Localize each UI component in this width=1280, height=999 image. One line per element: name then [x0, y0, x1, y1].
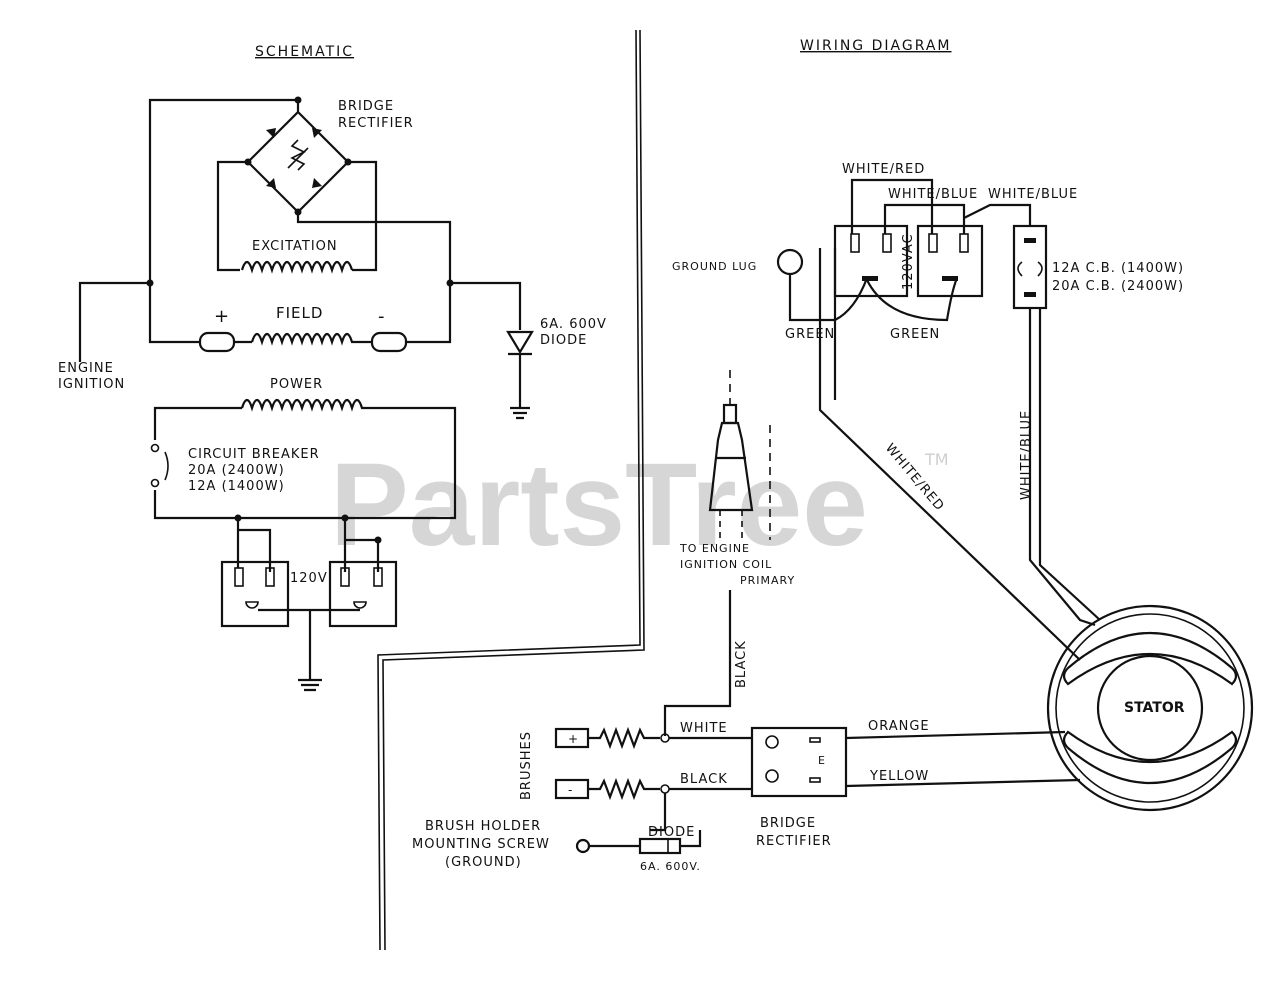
wiring-green-2: GREEN [890, 327, 940, 342]
wiring-diode-label: DIODE [648, 825, 695, 840]
schematic-field-label: FIELD [276, 304, 323, 322]
wiring-yellow-label: YELLOW [869, 769, 929, 784]
wiring-white-blue-vert: WHITE/BLUE [1019, 410, 1034, 500]
wiring-receptacle: 120VAC [833, 224, 984, 298]
wiring-white-blue-2: WHITE/BLUE [988, 187, 1078, 202]
wiring-diode [638, 837, 682, 855]
schematic-breaker-label-1: CIRCUIT BREAKER [188, 447, 320, 462]
watermark-tm: TM [924, 450, 949, 469]
wiring-white-blue-1: WHITE/BLUE [888, 187, 978, 202]
wiring-brush-holder-3: (GROUND) [445, 855, 522, 870]
schematic-diode: 6A. 600V DIODE [506, 317, 607, 420]
schematic-diode-label-2: DIODE [540, 333, 587, 348]
wiring-black-label: BLACK [680, 772, 728, 787]
schematic-bridge-rectifier: BRIDGE RECTIFIER [244, 99, 414, 216]
schematic-breaker-label-3: 12A (1400W) [188, 479, 285, 494]
stator: STATOR [1046, 604, 1254, 812]
schematic-field: FIELD + - [198, 304, 408, 353]
schematic-engine-label-2: IGNITION [58, 377, 125, 392]
excitation-coil [240, 260, 354, 274]
wiring-title: WIRING DIAGRAM [800, 38, 952, 54]
wiring-orange-label: ORANGE [868, 719, 930, 734]
wiring-to-engine-2: IGNITION COIL [680, 558, 772, 571]
schematic-bridge-label-2: RECTIFIER [338, 116, 414, 131]
stator-label: STATOR [1124, 700, 1185, 716]
schematic-receptacle: 120V [220, 514, 398, 692]
schematic-diode-label-1: 6A. 600V [540, 317, 607, 332]
wiring-bridge-label-2: RECTIFIER [756, 834, 832, 849]
schematic-field-plus: + [214, 306, 229, 327]
wiring-white-label: WHITE [680, 721, 728, 736]
wiring-brush-holder-1: BRUSH HOLDER [425, 819, 541, 834]
schematic-receptacle-voltage: 120V [290, 571, 328, 586]
schematic-field-minus: - [378, 306, 385, 327]
wiring-to-engine-3: PRIMARY [740, 574, 795, 587]
brush-plus: + [568, 732, 578, 746]
wiring-circuit-breaker: 12A C.B. (1400W) 20A C.B. (2400W) [1012, 224, 1184, 310]
wiring-white-red-top: WHITE/RED [842, 162, 925, 177]
watermark: PartsTree [330, 439, 868, 571]
wiring-breaker-1: 12A C.B. (1400W) [1052, 261, 1184, 276]
schematic-excitation-label: EXCITATION [252, 239, 338, 254]
schematic-bridge-label-1: BRIDGE [338, 99, 394, 114]
ground-lug [776, 248, 804, 276]
wiring-diode-rating: 6A. 600V. [640, 860, 701, 873]
schematic-breaker-label-2: 20A (2400W) [188, 463, 285, 478]
wiring-bridge-label-1: BRIDGE [760, 816, 816, 831]
wiring-section: WIRING DIAGRAM 120VAC WHITE/RED WHITE/BL… [412, 38, 1254, 873]
wiring-ground-lug-label: GROUND LUG [672, 260, 757, 273]
wiring-brush-holder-2: MOUNTING SCREW [412, 837, 550, 852]
rectifier-e-mark: E [818, 754, 825, 767]
wiring-breaker-2: 20A C.B. (2400W) [1052, 279, 1184, 294]
brush-holder-screw [575, 838, 591, 854]
wiring-brushes-label: BRUSHES [519, 731, 534, 800]
wiring-vac-label: 120VAC [901, 233, 916, 290]
brushes: BRUSHES + - [519, 726, 670, 801]
wiring-green-1: GREEN [785, 327, 835, 342]
wiring-black-vert: BLACK [734, 640, 749, 688]
schematic-power-label: POWER [270, 377, 323, 392]
schematic-engine-label-1: ENGINE [58, 361, 114, 376]
schematic-title: SCHEMATIC [255, 44, 354, 60]
schematic-section: SCHEMATIC BRIDGE RECTIFIER EXCITATION [58, 44, 607, 692]
wiring-to-engine-1: TO ENGINE [679, 542, 750, 555]
brush-minus: - [568, 783, 572, 797]
ignition-coil-lead: TO ENGINE IGNITION COIL PRIMARY [679, 370, 795, 587]
panel-divider [377, 29, 645, 951]
wiring-bridge-rectifier: E BRIDGE RECTIFIER [750, 726, 848, 849]
